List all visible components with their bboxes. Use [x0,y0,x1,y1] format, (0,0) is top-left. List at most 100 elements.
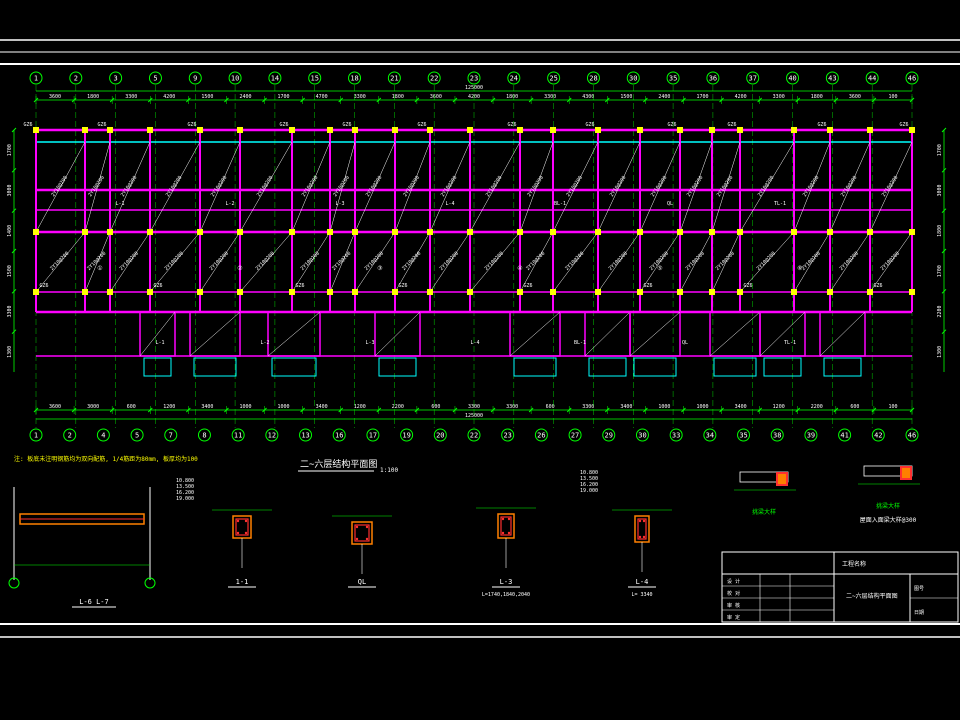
slab-rebar-note: 2Y10@200 [756,251,777,272]
column-gz [352,289,358,295]
elevation-mark: 10.800 [580,470,598,476]
beam-tag: L-3 [335,201,344,207]
detail-sublabel: L=1740,1840,2040 [482,592,530,598]
slab-diagonal [329,141,356,233]
room-mark: ① [97,265,102,272]
axis-bottom-label: 34 [706,432,714,440]
slab-rebar-note: 2Y10@200 [525,251,546,272]
axis-top-bubble [29,71,43,85]
dim-top-value: 2400 [658,94,670,100]
column-gz [467,289,473,295]
dim-left-tick [11,208,17,214]
slab-rebar-note: 2Y10@200 [300,251,321,272]
slab-rebar-note: 2Y10@200 [715,251,736,272]
column-gz [427,127,433,133]
column-gz [517,229,523,235]
beam-tag: L-4 [445,201,454,207]
axis-top-bubble [547,71,561,85]
axis-bottom-label: 27 [571,432,579,440]
axis-bottom-bubble [871,428,885,442]
axis-bottom-label: 7 [169,432,173,440]
slab-diagonal [679,231,713,293]
dim-right-tick [941,248,947,254]
balcony-rail [763,357,802,377]
slab-diagonal [149,231,201,293]
slab-diagonal [149,141,201,233]
axis-bottom-bubble [130,428,144,442]
axis-top-label: 3 [114,75,118,83]
column-gz [289,289,295,295]
column-tag: GZ6 [899,122,908,128]
cantilever-core [778,474,786,484]
dim-bottom-value: 3300 [506,404,518,410]
axis-top-label: 24 [510,75,518,83]
axis-bottom-label: 16 [335,432,343,440]
slab-diagonal [109,141,151,233]
dim-bottom-value: 2200 [811,404,823,410]
column-gz [637,289,643,295]
column-gz [867,289,873,295]
dim-top-value: 3300 [544,94,556,100]
dim-top-value: 3300 [125,94,137,100]
column-gz [147,127,153,133]
slab-rebar-note: 2Y10@200 [716,175,735,198]
axis-top-bubble [706,71,720,85]
dim-right-tick [941,167,947,173]
slab-diagonal [469,231,521,293]
slab-rebar-note: 2Y10@200 [120,175,139,198]
column-gz [197,229,203,235]
title-block-row-2: 审 核 [727,602,740,609]
slab-rebar-note: 2Y10@200 [401,251,422,272]
slab-diagonal [35,231,86,293]
slab-rebar-note: 2Y10@200 [209,251,230,272]
axis-top-label: 46 [908,75,916,83]
dim-top-value: 100 [888,94,897,100]
axis-bottom-label: 42 [874,432,882,440]
column-gz [595,289,601,295]
elevation-mark: 16.200 [176,490,194,496]
slab-rebar-note: 2Y10@200 [565,175,584,198]
axis-bottom-bubble [501,428,515,442]
beam-tag: L-2 [260,340,269,346]
slab-rebar-note: 2Y10@200 [165,175,184,198]
slab-diagonal [793,141,831,233]
column-gz [82,127,88,133]
slab-diagonal [597,231,641,293]
beam-tag: BL-1 [554,201,566,207]
axis-top-bubble [348,71,362,85]
column-gz [827,289,833,295]
room-mark: ④ [517,265,522,272]
dim-right-value: 1700 [937,265,943,277]
column-gz [909,289,915,295]
column-gz [427,289,433,295]
elevation-mark: 10.800 [176,478,194,484]
slab-rebar-note: 2Y10@200 [526,175,545,198]
elevation-mark: 13.500 [580,476,598,482]
dim-bottom-value: 3400 [201,404,213,410]
axis-top-bubble [825,71,839,85]
column-gz [289,229,295,235]
section-rebar [638,535,642,539]
slab-diagonal [639,141,681,233]
dim-top-value: 4700 [316,94,328,100]
dim-bottom-value: 1000 [658,404,670,410]
column-gz [197,127,203,133]
column-gz [737,229,743,235]
column-gz [909,229,915,235]
slab-diagonal [629,311,681,357]
slab-diagonal [267,311,321,357]
dim-bottom-value: 1200 [773,404,785,410]
slab-rebar-note: 2Y10@200 [255,251,276,272]
axis-bottom-label: 38 [773,432,781,440]
column-gz [352,229,358,235]
section-rebar [507,531,511,535]
axis-top-label: 1 [34,75,38,83]
column-gz [327,127,333,133]
dim-bottom-value: 3400 [735,404,747,410]
section-outline [634,515,650,543]
slab-rebar-note: 2Y10@200 [485,175,504,198]
dim-top-value: 1700 [278,94,290,100]
column-gz [827,229,833,235]
slab-rebar-note: 2Y10@200 [650,175,669,198]
